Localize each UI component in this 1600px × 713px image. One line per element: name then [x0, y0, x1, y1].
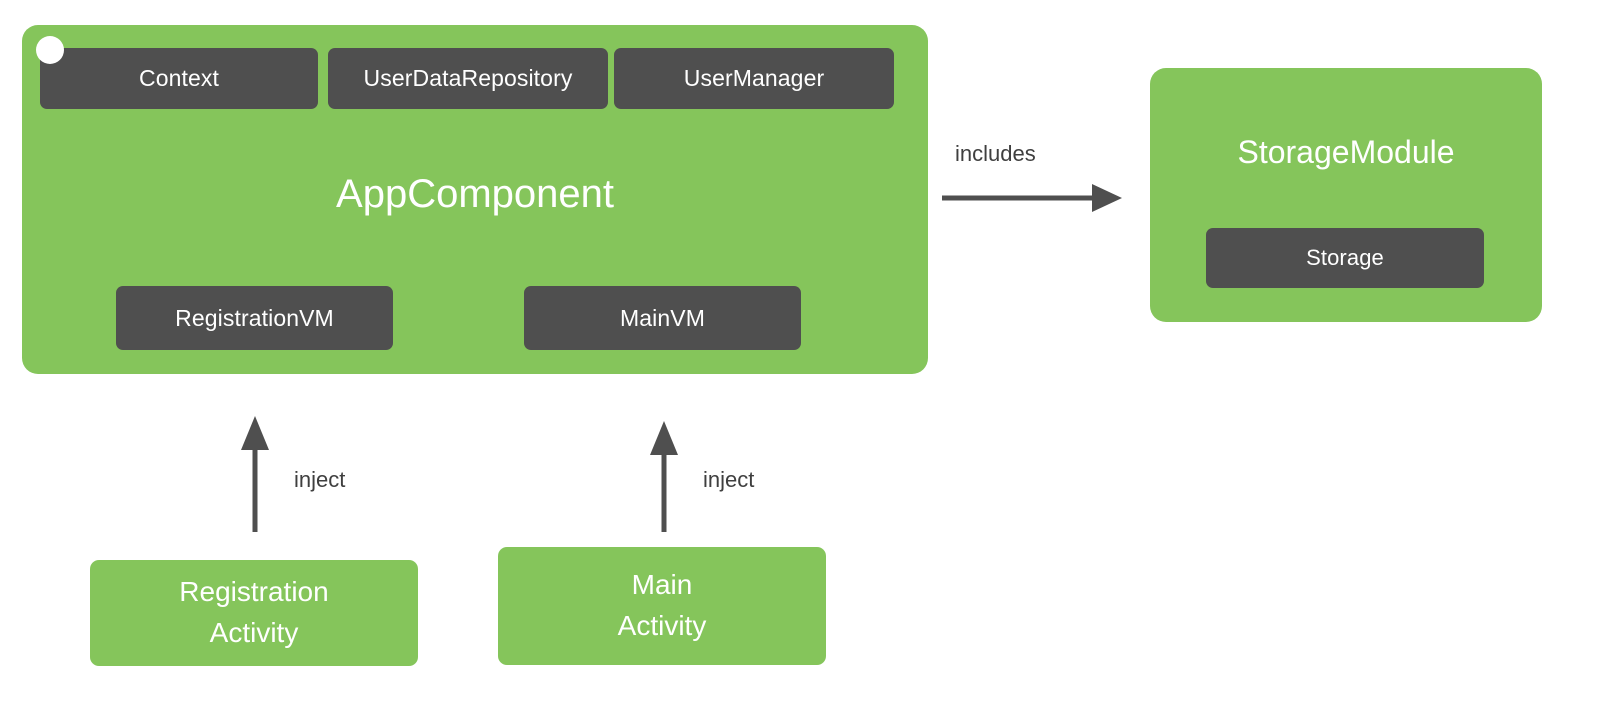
binding-chip-storage[interactable]: Storage	[1206, 228, 1484, 288]
binding-chip-registrationvm[interactable]: RegistrationVM	[116, 286, 393, 350]
activity-box-line1: Registration	[179, 576, 329, 608]
inject-arrow-registration-icon	[241, 416, 269, 532]
binding-chip-label: Storage	[1306, 245, 1384, 270]
scope-dot-icon	[36, 36, 64, 64]
binding-chip-usermanager[interactable]: UserManager	[614, 48, 894, 109]
includes-relation-label: includes	[955, 141, 1036, 166]
binding-chip-userdatarepository[interactable]: UserDataRepository	[328, 48, 608, 109]
binding-chip-label: Context	[139, 65, 219, 91]
activity-box-main[interactable]: Main Activity	[498, 547, 826, 665]
activity-box-line2: Activity	[617, 610, 707, 641]
activity-box-line2: Activity	[209, 617, 299, 648]
binding-chip-mainvm[interactable]: MainVM	[524, 286, 801, 350]
binding-chip-label: UserDataRepository	[363, 65, 573, 91]
binding-chip-label: MainVM	[620, 304, 705, 331]
inject-relation-label-main: inject	[703, 467, 755, 492]
binding-chip-label: UserManager	[683, 65, 825, 91]
inject-relation-label-registration: inject	[294, 467, 346, 492]
inject-arrow-main-icon	[650, 421, 678, 532]
includes-arrow-icon	[942, 184, 1122, 212]
binding-chip-label: RegistrationVM	[175, 304, 334, 331]
activity-box-text: Main Activity	[618, 565, 707, 646]
app-component-title: AppComponent	[336, 172, 614, 216]
storage-module-title: StorageModule	[1237, 134, 1455, 170]
activity-box-line1: Main	[631, 569, 693, 601]
activity-box-text: Registration Activity	[179, 572, 328, 653]
activity-box-registration[interactable]: Registration Activity	[90, 560, 418, 666]
binding-chip-context[interactable]: Context	[40, 48, 318, 109]
